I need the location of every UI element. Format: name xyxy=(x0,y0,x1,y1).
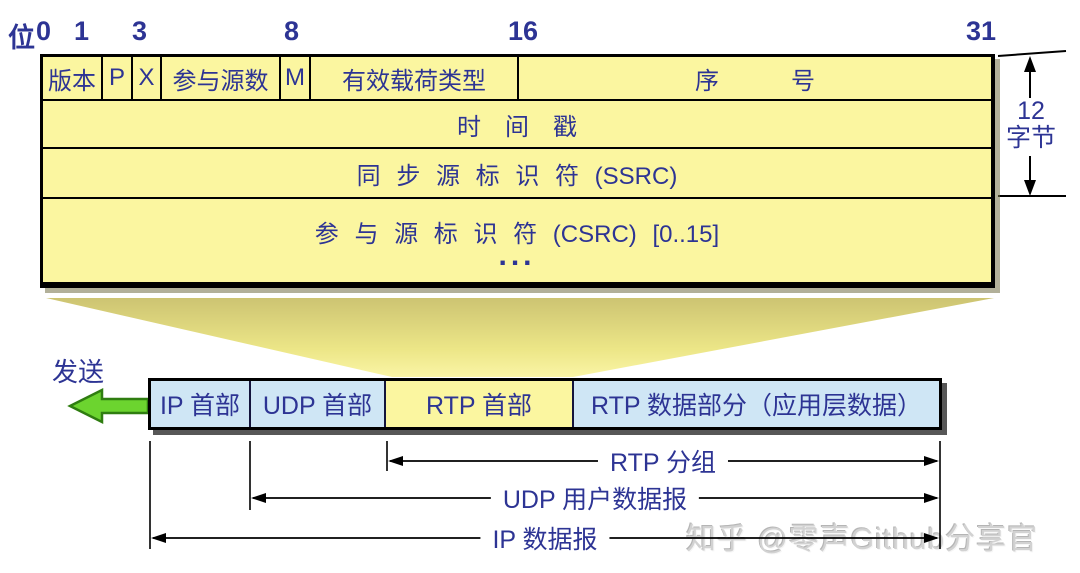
field-extension: X xyxy=(133,57,162,99)
size-bracket-arrow-down xyxy=(1024,180,1036,196)
field-marker: M xyxy=(281,57,311,99)
field-padding: P xyxy=(103,57,133,99)
packet-cell-rtp-payload: RTP 数据部分（应用层数据） xyxy=(574,381,939,427)
field-csrc: 参 与 源 标 识 符 (CSRC) [0..15] xyxy=(314,221,720,248)
send-label: 发送 xyxy=(52,357,105,387)
dimension-ticks xyxy=(149,441,941,549)
field-csrc-count: 参与源数 xyxy=(162,57,281,99)
csrc-ellipsis: ... xyxy=(498,239,536,272)
header-row-timestamp: 时 间 戳 xyxy=(43,101,991,149)
size-note: 12 字节 xyxy=(998,98,1064,152)
dimension-arrowheads xyxy=(151,456,939,543)
send-arrow-icon xyxy=(67,387,150,425)
packet-cell-ip-header: IP 首部 xyxy=(151,381,251,427)
funnel-shape xyxy=(46,298,994,377)
size-bracket-arrow-up xyxy=(1024,56,1036,72)
packet-cell-udp-header: UDP 首部 xyxy=(251,381,386,427)
bit-tick-31: 31 xyxy=(966,16,997,46)
dimension-label-ip-datagram: IP 数据报 xyxy=(480,520,610,556)
field-version: 版本 xyxy=(43,57,103,99)
field-payload-type: 有效载荷类型 xyxy=(311,57,519,99)
field-timestamp: 时 间 戳 xyxy=(457,113,577,141)
bit-tick-3: 3 xyxy=(132,16,148,46)
bit-tick-1: 1 xyxy=(74,16,90,46)
bit-tick-16: 16 xyxy=(508,16,539,46)
header-row-csrc: 参 与 源 标 识 符 (CSRC) [0..15] ... xyxy=(43,199,991,282)
bit-scale-prefix: 位 xyxy=(8,23,35,53)
watermark-text: 知乎 @零声Github分享官 xyxy=(686,523,1039,556)
packet-cell-rtp-header: RTP 首部 xyxy=(386,381,574,427)
rtp-header-table: 版本 P X 参与源数 M 有效载荷类型 序 号 时 间 戳 同 步 源 标 识… xyxy=(40,54,995,288)
packet-row: IP 首部 UDP 首部 RTP 首部 RTP 数据部分（应用层数据） xyxy=(148,378,942,430)
field-sequence-number: 序 号 xyxy=(695,67,815,95)
size-note-unit: 字节 xyxy=(1005,124,1056,152)
dimension-label-udp-datagram: UDP 用户数据报 xyxy=(490,480,700,516)
dimension-label-rtp-packet: RTP 分组 xyxy=(597,443,729,479)
header-row-1: 版本 P X 参与源数 M 有效载荷类型 序 号 xyxy=(43,57,991,101)
header-row-ssrc: 同 步 源 标 识 符 (SSRC) xyxy=(43,149,991,199)
bit-tick-0: 0 xyxy=(36,16,52,46)
bit-tick-8: 8 xyxy=(284,16,300,46)
field-ssrc: 同 步 源 标 识 符 (SSRC) xyxy=(356,162,678,190)
size-note-value: 12 xyxy=(1017,97,1045,125)
